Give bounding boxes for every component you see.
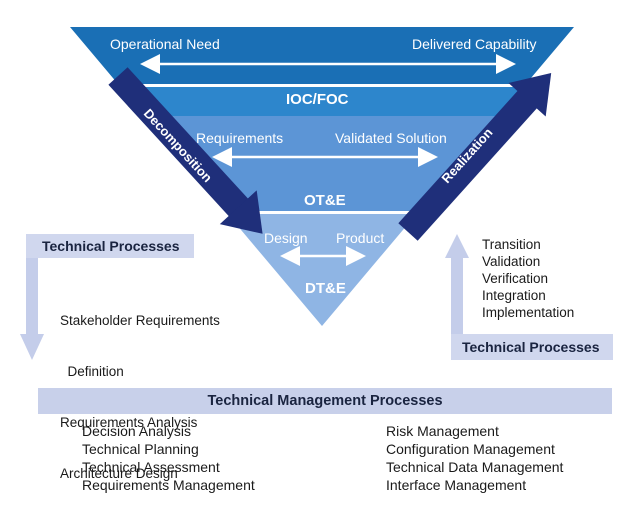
validated-solution-label: Validated Solution (335, 130, 447, 146)
list-item: Interface Management (386, 477, 527, 493)
divider-ioc (70, 84, 574, 87)
list-item: Architecture Design (60, 466, 178, 481)
design-label: Design (264, 230, 308, 246)
list-item: Decision Analysis (82, 423, 191, 439)
list-item: Configuration Management (386, 441, 555, 457)
divider-ote (70, 211, 574, 214)
list-item: Technical Assessment (82, 459, 220, 475)
operational-need-label: Operational Need (110, 36, 220, 52)
right-process-title-box (451, 334, 613, 360)
list-item: Technical Planning (82, 441, 199, 457)
left-process-title: Technical Processes (42, 238, 180, 254)
ioc-foc-label: IOC/FOC (286, 91, 349, 108)
requirements-label: Requirements (196, 130, 284, 146)
list-item: Technical Data Management (386, 459, 564, 475)
left-process-down-arrow (20, 236, 44, 360)
list-item: Implementation (482, 305, 575, 320)
ot-e-label: OT&E (304, 192, 346, 209)
right-process-up-arrow (445, 234, 469, 340)
management-right-list: Risk Management Configuration Management… (386, 422, 563, 494)
list-item: Definition (60, 364, 124, 379)
management-title: Technical Management Processes (207, 393, 443, 409)
dt-e-label: DT&E (305, 280, 346, 297)
left-process-title-box (26, 234, 194, 258)
list-item: Requirements Analysis (60, 415, 198, 430)
list-item: Stakeholder Requirements (60, 313, 220, 328)
decomposition-arrow (108, 67, 263, 234)
list-item: Validation (482, 254, 541, 269)
management-left-list: Decision Analysis Technical Planning Tec… (82, 422, 255, 494)
left-process-list: Stakeholder Requirements Definition Requ… (60, 278, 220, 516)
management-title-bar: Technical Management Processes (38, 388, 612, 414)
realization-arrow (398, 72, 552, 241)
right-process-list: Transition Validation Verification Integ… (482, 236, 574, 321)
right-process-title: Technical Processes (462, 339, 600, 355)
list-item: Risk Management (386, 423, 499, 439)
list-item: Integration (482, 288, 546, 303)
list-item: Transition (482, 237, 541, 252)
product-label: Product (336, 230, 385, 246)
list-item: Verification (482, 271, 549, 286)
delivered-capability-label: Delivered Capability (412, 36, 537, 52)
list-item: Requirements Management (82, 477, 255, 493)
